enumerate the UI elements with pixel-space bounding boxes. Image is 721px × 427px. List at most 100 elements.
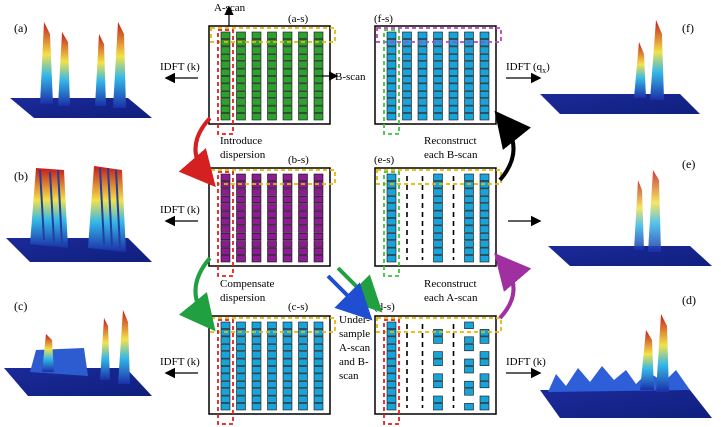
matrix-cell bbox=[402, 90, 412, 99]
matrix-cell bbox=[313, 90, 324, 99]
matrix-cell bbox=[251, 395, 262, 403]
matrix-cell bbox=[282, 351, 293, 359]
bscan-selection-box bbox=[210, 27, 336, 43]
matrix-cell bbox=[251, 90, 262, 99]
matrix-c-s bbox=[208, 315, 336, 425]
matrix-cell bbox=[313, 247, 324, 255]
matrix-cell bbox=[236, 173, 246, 181]
matrix-cell bbox=[220, 247, 231, 255]
matrix-cell bbox=[479, 395, 490, 403]
matrix-cell bbox=[236, 380, 246, 389]
matrix-cell bbox=[464, 366, 474, 374]
matrix-cell bbox=[402, 113, 412, 121]
matrix-cell bbox=[479, 61, 490, 69]
matrix-cell bbox=[464, 255, 474, 263]
panel-label-a: (a) bbox=[14, 21, 27, 35]
matrix-cell bbox=[464, 76, 474, 84]
matrix-cell bbox=[313, 395, 324, 403]
matrix-e-s bbox=[374, 167, 502, 277]
matrix-cell bbox=[282, 31, 293, 39]
matrix-cell bbox=[298, 255, 308, 263]
plot-c bbox=[4, 310, 152, 396]
bscan-label: B-scan bbox=[335, 71, 366, 83]
matrix-cell bbox=[479, 53, 490, 62]
matrix-cell bbox=[479, 76, 490, 84]
matrix-cell bbox=[298, 343, 308, 352]
matrix-cell bbox=[236, 232, 246, 241]
matrix-cell bbox=[313, 403, 324, 411]
matrix-cell bbox=[251, 173, 262, 181]
plot-b bbox=[6, 166, 152, 262]
ascan-selection-box bbox=[217, 29, 234, 135]
matrix-cell bbox=[433, 336, 443, 344]
matrix-cell bbox=[267, 210, 277, 218]
matrix-cell bbox=[386, 203, 397, 211]
matrix-cell bbox=[479, 255, 490, 263]
matrix-cell bbox=[433, 232, 443, 241]
plot-a-floor bbox=[10, 98, 152, 118]
plot-b-ridges bbox=[99, 167, 121, 249]
plot-c-peak bbox=[100, 318, 110, 380]
matrix-cell bbox=[267, 373, 277, 381]
matrix-cell bbox=[464, 247, 474, 255]
matrix-cell bbox=[282, 113, 293, 121]
matrix-cell bbox=[282, 336, 293, 344]
matrix-cell bbox=[282, 225, 293, 233]
matrix-cell bbox=[267, 68, 277, 76]
matrix-cell bbox=[417, 83, 428, 91]
matrix-cell bbox=[251, 98, 262, 106]
matrix-cell bbox=[236, 105, 246, 113]
matrix-cell bbox=[251, 113, 262, 121]
matrix-cell bbox=[417, 68, 428, 76]
matrix-cell bbox=[220, 343, 231, 352]
matrix-cell bbox=[386, 188, 397, 196]
matrix-cell bbox=[313, 351, 324, 359]
plot-a-peak bbox=[58, 32, 70, 106]
matrix-cell bbox=[298, 173, 308, 181]
matrix-cell bbox=[220, 31, 231, 39]
matrix-cell bbox=[251, 195, 262, 204]
matrix-cell bbox=[433, 113, 443, 121]
plot-c-peak bbox=[118, 310, 130, 384]
matrix-cell bbox=[479, 113, 490, 121]
matrix-cell bbox=[464, 225, 474, 233]
matrix-cell bbox=[313, 76, 324, 84]
matrix-cell bbox=[267, 195, 277, 204]
matrix-cell bbox=[282, 105, 293, 113]
matrix-cell bbox=[220, 321, 231, 329]
matrix-cell bbox=[386, 232, 397, 241]
matrix-cell bbox=[464, 218, 474, 226]
matrix-cell bbox=[282, 188, 293, 196]
matrix-cell bbox=[282, 90, 293, 99]
plot-a-peak bbox=[113, 22, 126, 108]
matrix-cell bbox=[298, 388, 308, 396]
matrix-cell bbox=[236, 366, 246, 374]
matrix-cell bbox=[282, 61, 293, 69]
matrix-cell bbox=[402, 98, 412, 106]
matrix-cell bbox=[464, 68, 474, 76]
matrix-cell bbox=[251, 388, 262, 396]
matrix-cell bbox=[479, 188, 490, 196]
matrix-cell bbox=[298, 225, 308, 233]
introduce-dispersion-label-1: Introduce bbox=[220, 135, 262, 147]
matrix-cell bbox=[236, 388, 246, 396]
matrix-cell bbox=[282, 173, 293, 181]
panel-label-d-s: (d-s) bbox=[374, 301, 395, 313]
idft-d-group: IDFT (k) bbox=[506, 356, 546, 379]
plot-e-floor bbox=[548, 246, 712, 266]
plot-d-noise bbox=[548, 366, 690, 392]
undersample-label-1: Under- bbox=[339, 314, 370, 326]
matrix-cell bbox=[267, 380, 277, 389]
matrix-cell bbox=[267, 76, 277, 84]
matrix-cell bbox=[386, 210, 397, 218]
plot-f-floor bbox=[540, 94, 700, 114]
matrix-cell bbox=[479, 247, 490, 255]
matrix-cell bbox=[267, 105, 277, 113]
matrix-cell bbox=[479, 210, 490, 218]
matrix-cell bbox=[313, 210, 324, 218]
matrix-cell bbox=[220, 218, 231, 226]
matrix-cell bbox=[236, 76, 246, 84]
matrix-cell bbox=[433, 195, 443, 204]
matrix-cell bbox=[313, 188, 324, 196]
